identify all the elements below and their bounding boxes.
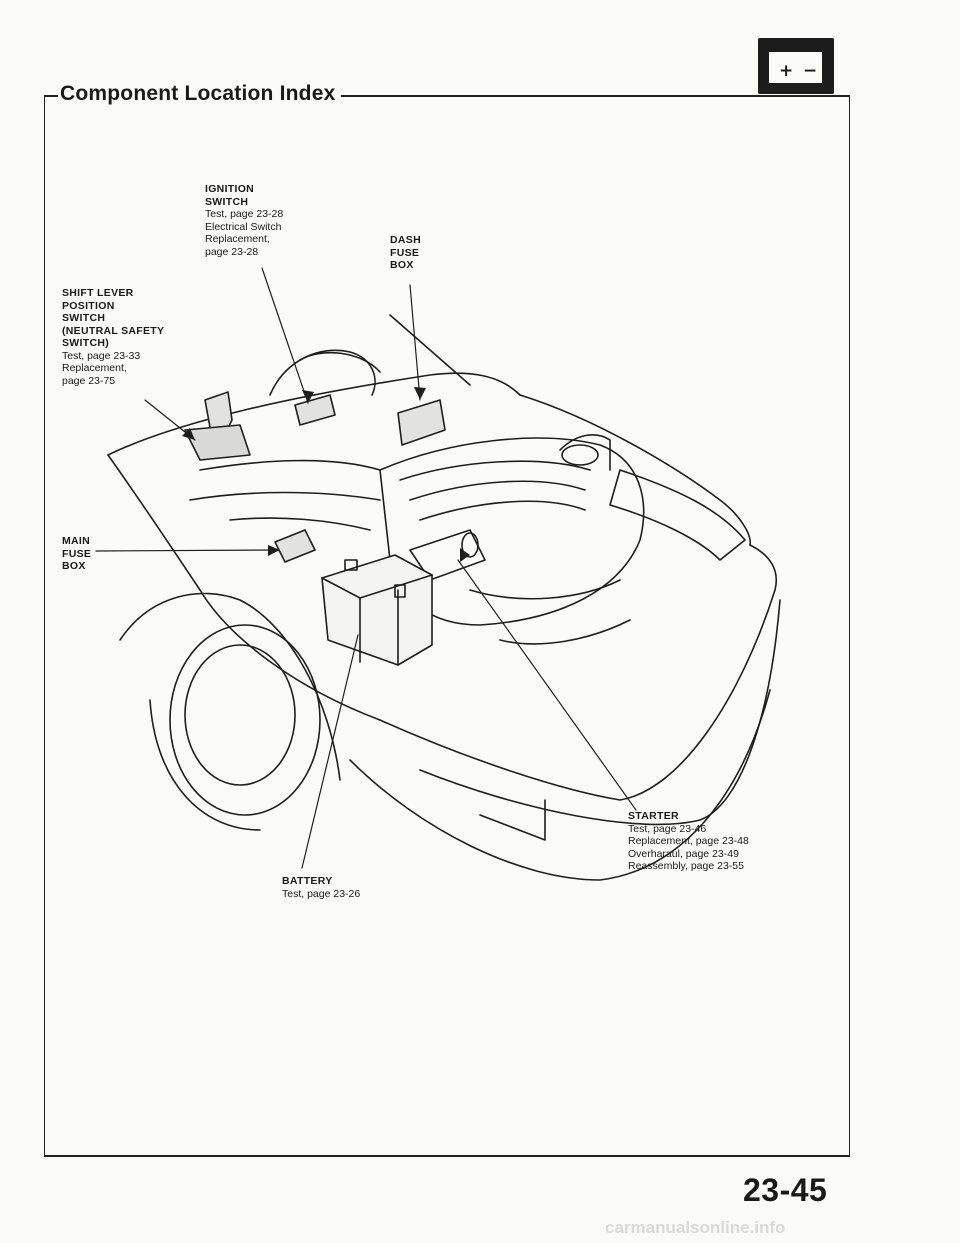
cowl-outline <box>107 372 521 456</box>
leader-battery <box>301 634 359 869</box>
page-number: 23-45 <box>743 1172 828 1208</box>
leader-ignition <box>261 267 309 404</box>
wheel-arch <box>119 592 341 781</box>
front-outline <box>379 544 777 801</box>
ignition-switch-shape <box>294 394 336 426</box>
starter-label: STARTER Test, page 23-46 Replacement, pa… <box>628 810 749 872</box>
battery-icon-body: + − <box>767 50 824 85</box>
windshield-edge <box>389 314 471 386</box>
shift-switch-shape <box>184 424 251 461</box>
main-fuse-box-shape <box>274 529 316 563</box>
leader-starter <box>457 559 637 811</box>
steering-wheel <box>269 349 376 396</box>
front-tire <box>169 624 321 816</box>
content-frame <box>44 95 850 1157</box>
dash-fuse-box-shape <box>397 399 446 446</box>
battery <box>321 554 433 666</box>
plus-icon: + <box>779 61 794 81</box>
battery-label: BATTERY Test, page 23-26 <box>282 875 361 900</box>
leader-dash-fuse <box>409 284 421 401</box>
ignition-switch-label: IGNITION SWITCH Test, page 23-28 Electri… <box>205 183 284 258</box>
shift-lever-switch-label: SHIFT LEVER POSITION SWITCH (NEUTRAL SAF… <box>62 287 165 387</box>
engine-block <box>379 437 645 626</box>
leader-main-fuse <box>95 549 279 552</box>
battery-icon: + − <box>758 38 834 94</box>
watermark: carmanualsonline.info <box>605 1218 786 1237</box>
main-fuse-box-label: MAIN FUSE BOX <box>62 535 92 572</box>
dash-fuse-box-label: DASH FUSE BOX <box>390 234 421 271</box>
bumper <box>419 599 781 826</box>
headlight <box>609 469 746 561</box>
page-title: Component Location Index <box>58 82 342 106</box>
minus-icon: − <box>803 61 818 81</box>
